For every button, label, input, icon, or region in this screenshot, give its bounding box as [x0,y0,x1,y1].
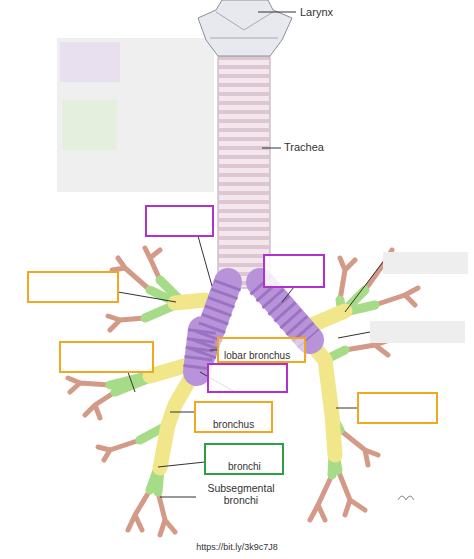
structure-label: Subsegmental bronchi [196,482,286,506]
cover-tint [60,42,120,82]
answer-box [28,272,118,302]
structure-label: Trachea [284,141,354,154]
structure-label: Larynx [300,6,360,19]
trachea-tube [218,52,270,288]
larynx-detail [210,12,278,38]
answer-box [195,402,272,432]
trachea-rings [219,56,269,286]
answer-box [370,321,465,343]
answer-box [208,364,287,392]
answer-box [205,444,283,474]
cover-box [57,38,214,192]
cover-tint [62,100,117,150]
answer-box [218,338,305,362]
answer-box [383,252,468,274]
source-url: https://bit.ly/3k9c7J8 [177,542,297,552]
partial-label: bronchus [213,419,273,431]
subsegmental-bronchi [68,248,418,535]
answer-box [264,255,324,287]
answer-box [358,393,437,423]
lobar-bronchi [150,300,345,468]
main-bronchi [197,282,310,372]
partial-label: bronchi [228,461,278,473]
segmental-bronchi [110,280,375,492]
bronchus-rings [197,284,309,370]
answer-box [60,342,153,372]
larynx-cartilage [198,0,292,56]
partial-label: lobar bronchus [224,350,304,362]
answer-box [146,206,213,236]
artist-mark [398,496,414,500]
leader-line [118,12,383,497]
